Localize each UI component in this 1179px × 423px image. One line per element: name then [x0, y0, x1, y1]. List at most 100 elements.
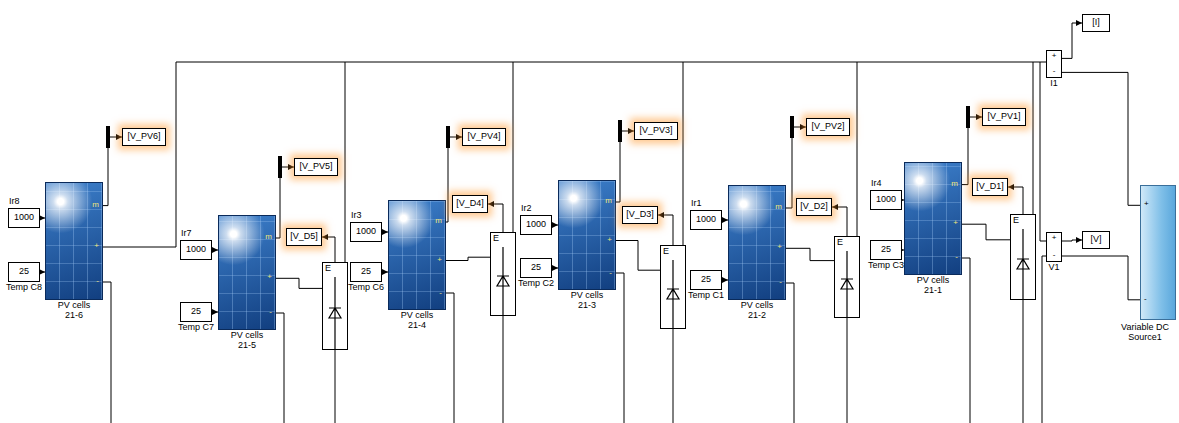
diode-block: E [490, 232, 516, 316]
goto-tag-text: [V_D2] [800, 202, 828, 212]
constant-value: 1000 [876, 195, 896, 205]
diode-symbol [835, 251, 859, 317]
block-name: PV cells 21-2 [737, 301, 777, 321]
goto-tag: [V_D5] [286, 228, 322, 246]
block-name: PV cells 21-5 [227, 331, 267, 351]
constant-block: 25Temp C7 [180, 302, 212, 322]
port-letter: E [493, 234, 499, 244]
goto-tag: [V_D2] [796, 198, 832, 216]
constant-block: Ir81000 [8, 208, 40, 228]
constant-value: 25 [881, 245, 891, 255]
block-name: PV cells 21-3 [567, 291, 607, 311]
wire [616, 241, 660, 271]
goto-tag-text: [V_D1] [976, 182, 1004, 192]
constant-block: Ir11000 [690, 210, 722, 230]
port-label: + [607, 236, 612, 245]
goto-tag-text: [V_D3] [626, 210, 654, 220]
constant-value: 1000 [526, 220, 546, 230]
irradiance-label: Ir2 [521, 204, 532, 214]
wire [446, 257, 490, 260]
port-label: - [955, 253, 958, 262]
goto-tag-text: [V_D4] [456, 199, 484, 209]
temperature-label: Temp C7 [178, 323, 214, 333]
signal-line [616, 131, 634, 202]
block-name: I1 [1050, 79, 1058, 89]
wire [1062, 256, 1140, 300]
goto-tag: [V_PV4] [462, 128, 506, 146]
goto-tag-text: [V_PV1] [987, 112, 1020, 122]
port-label: + [953, 219, 958, 228]
wire [1062, 72, 1140, 205]
temperature-label: Temp C1 [688, 291, 724, 301]
goto-tag-text: [V_PV4] [467, 132, 500, 142]
diode-block: E [322, 262, 348, 350]
irradiance-label: Ir4 [871, 179, 882, 189]
port-label: m [951, 180, 958, 189]
goto-tag-text: [V_D5] [290, 232, 318, 242]
port-label: + [437, 256, 442, 265]
port-label: - [779, 278, 782, 287]
terminal-sign: - [1047, 67, 1061, 76]
constant-value: 25 [191, 307, 201, 317]
signal-line [962, 117, 982, 185]
block-name: Variable DC Source1 [1115, 323, 1175, 343]
goto-tag: [V_PV2] [806, 118, 850, 136]
temperature-label: Temp C3 [868, 261, 904, 271]
port-letter: E [325, 264, 331, 274]
dc-source-block: Variable DC Source1+- [1140, 185, 1176, 320]
terminal-sign: + [1047, 234, 1061, 243]
port-label: m [605, 197, 612, 206]
constant-block: 25Temp C6 [350, 262, 382, 282]
port-label: + [267, 273, 272, 282]
constant-block: 25Temp C1 [690, 270, 722, 290]
constant-value: 1000 [186, 245, 206, 255]
constant-value: 25 [531, 263, 541, 273]
goto-tag: [I] [1082, 14, 1110, 32]
pv-array-block: PV cells 21-4m+- [388, 200, 446, 310]
sensor-block: I1+- [1046, 50, 1062, 78]
wire [962, 224, 1010, 240]
signal-line [1008, 187, 1023, 214]
port-letter: E [663, 247, 669, 257]
goto-tag-text: [V] [1090, 235, 1101, 245]
wire [276, 278, 322, 288]
port-label: + [94, 242, 99, 251]
constant-block: 25Temp C8 [8, 262, 40, 282]
constant-block: 25Temp C2 [520, 258, 552, 278]
goto-tag-text: [V_PV6] [127, 132, 160, 142]
diode-block: E [1010, 214, 1036, 300]
temperature-label: Temp C8 [6, 283, 42, 293]
goto-tag: [V_D3] [622, 206, 658, 224]
pv-array-block: PV cells 21-1m+- [904, 162, 962, 275]
irradiance-label: Ir7 [181, 229, 192, 239]
constant-block: 25Temp C3 [870, 240, 902, 260]
goto-tag: [V] [1082, 231, 1110, 249]
port-label: - [609, 269, 612, 278]
temperature-label: Temp C2 [518, 279, 554, 289]
irradiance-label: Ir3 [351, 211, 362, 221]
wire [786, 248, 834, 260]
signal-line [322, 237, 335, 262]
goto-tag: [V_D1] [972, 178, 1008, 196]
signal-line [103, 137, 122, 206]
terminal-sign: + [1144, 200, 1149, 209]
terminal-sign: + [1047, 52, 1061, 61]
port-letter: E [1013, 216, 1019, 226]
constant-value: 25 [361, 267, 371, 277]
goto-tag-text: [V_PV3] [639, 126, 672, 136]
terminal-sign: - [1144, 295, 1147, 304]
diode-symbol [661, 260, 685, 328]
port-label: m [265, 233, 272, 242]
goto-tag: [V_D4] [452, 195, 488, 213]
block-name: PV cells 21-1 [913, 276, 953, 296]
diode-block: E [834, 236, 860, 318]
signal-line [832, 207, 847, 236]
port-label: - [269, 308, 272, 317]
sensor-block: V1+- [1046, 232, 1062, 262]
constant-value: 25 [19, 267, 29, 277]
diode-symbol [323, 277, 347, 349]
pv-array-block: PV cells 21-6m+- [45, 182, 103, 300]
block-name: V1 [1048, 263, 1059, 273]
diode-block: E [660, 245, 686, 329]
signal-line [1062, 240, 1082, 241]
